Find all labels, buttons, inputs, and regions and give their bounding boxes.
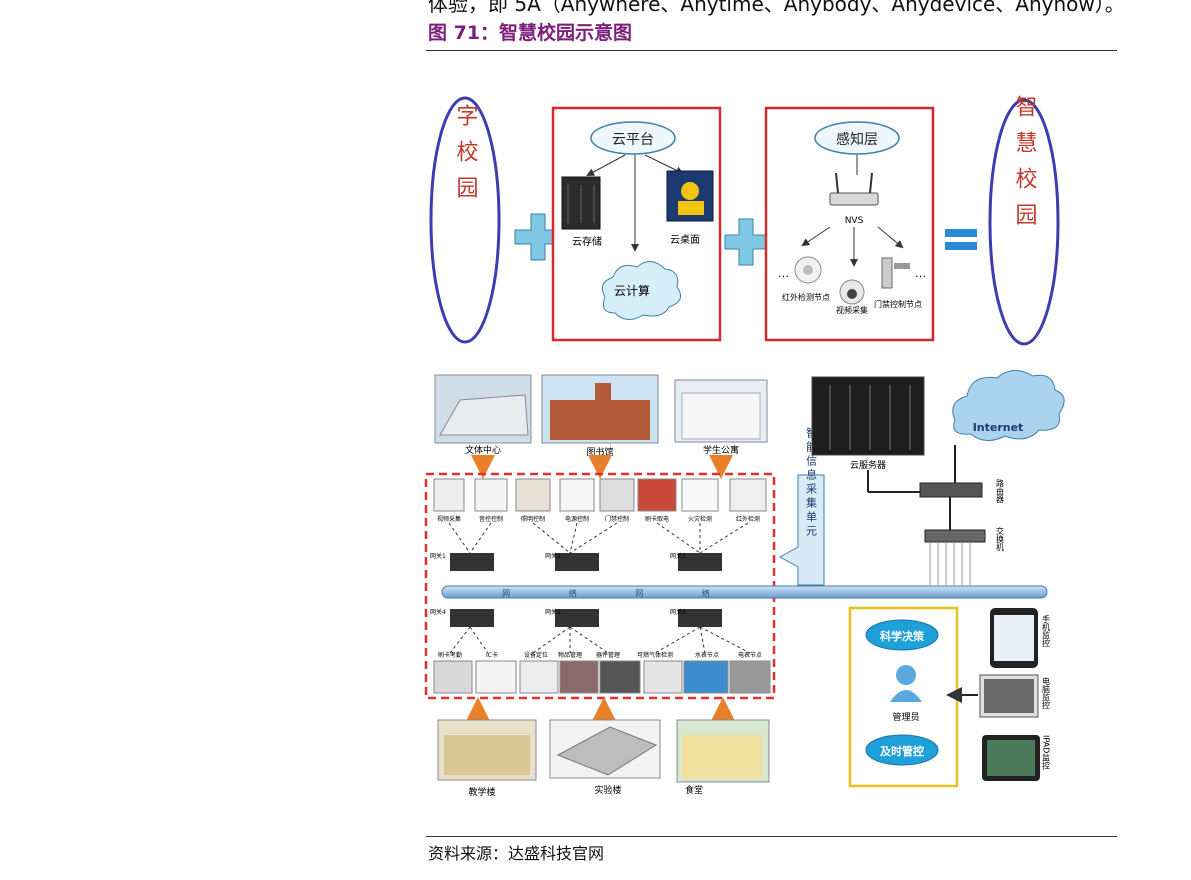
building-label-1: 文体中心 [465, 444, 501, 456]
sensing-title-oval [814, 121, 900, 155]
sensor-label: IC卡 [486, 651, 498, 659]
sensor-label: 器件管理 [596, 651, 620, 659]
sensor-label: 音控控制 [479, 515, 503, 523]
door-label: 门禁控制节点 [874, 299, 922, 309]
sensing-title: 感知层 [836, 131, 878, 148]
right-oval [988, 98, 1060, 346]
pc-label: 电脑监控 [1042, 676, 1051, 710]
gateway-label: 网关6 [670, 608, 686, 616]
decision-label: 科学决策 [880, 629, 925, 643]
figure-title: 图 71：智慧校园示意图 [428, 22, 633, 44]
gateway-device [678, 609, 722, 627]
switch-device [924, 529, 986, 543]
sensor-label: 水表节点 [695, 651, 719, 659]
ipad-label: IPAD监控 [1042, 735, 1051, 770]
building-label-5: 实验楼 [594, 784, 621, 796]
sensor-label: 电源控制 [565, 515, 589, 523]
equals-icon [945, 229, 977, 237]
bottom-rule [426, 836, 1117, 837]
sensor-row-top [433, 478, 767, 512]
gateway-label: 网关2 [545, 552, 561, 560]
gateway-device [555, 553, 599, 571]
sensor-label: 火灾检测 [688, 515, 712, 523]
gateway-device [678, 553, 722, 571]
collector-unit [778, 474, 825, 586]
sensor-label: 电表节点 [738, 651, 762, 659]
plus-icon-2 [724, 218, 768, 266]
internet-label: Internet [973, 421, 1024, 434]
sensor-row-bottom [433, 660, 771, 694]
internet-cloud-icon [952, 370, 1065, 441]
sensor-label: 视频采集 [437, 515, 461, 523]
cloud-compute-icon [601, 261, 682, 320]
network-bus [441, 585, 1048, 599]
gateway-device [555, 609, 599, 627]
network-bus-label: 网 络 网 络 [502, 588, 738, 598]
sensor-label: 设备定位 [524, 651, 548, 659]
sensor-label: 物品管理 [558, 651, 582, 659]
gateway-label: 网关5 [545, 608, 561, 616]
building-label-2: 图书馆 [586, 446, 613, 458]
sensor-label: 刷卡考勤 [438, 651, 462, 659]
gateway-device [450, 609, 494, 627]
left-oval-label: 数字校园 [453, 95, 479, 212]
smart-campus-diagram: 数字校园 云平台 云存储 云桌面 云计算 感知层 NVS 红外检测节点 视频采集… [424, 95, 1065, 798]
phone-label: 手机监控 [1042, 614, 1051, 648]
cloud-compute-label: 云计算 [614, 283, 650, 298]
admin-label: 管理员 [892, 711, 919, 723]
control-label: 及时管控 [880, 744, 924, 758]
switch-label: 交换机 [996, 526, 1005, 552]
gateway-label: 网关4 [430, 608, 446, 616]
cloud-platform-title: 云平台 [612, 132, 654, 148]
router-device [919, 482, 983, 498]
gateway-label: 网关3 [670, 552, 686, 560]
cloud-desktop-label: 云桌面 [670, 233, 700, 246]
ellipsis-left: … [778, 267, 789, 280]
router-icon [829, 192, 879, 206]
cloud-server-icon [811, 376, 925, 456]
building-label-6: 食堂 [685, 784, 703, 796]
cloud-platform-title-oval [590, 121, 676, 155]
sensor-label: 刷卡取电 [645, 515, 669, 523]
cloud-server-label: 云服务器 [850, 459, 886, 471]
building-label-4: 教学楼 [468, 786, 495, 798]
control-badge [865, 734, 939, 766]
admin-icon [896, 665, 916, 685]
gateway-device [450, 553, 494, 571]
right-oval-label: 智慧校园 [1012, 95, 1038, 239]
left-oval [429, 96, 501, 344]
source-note: 资料来源：达盛科技官网 [428, 844, 605, 863]
nvs-label: NVS [845, 216, 864, 226]
sensor-label: 红外检测 [736, 515, 760, 523]
intro-text: 体验，即 5A（Anywhere、Anytime、Anybody、Anydevi… [428, 0, 1125, 16]
top-rule [426, 50, 1117, 51]
sensor-label: 门禁控制 [605, 515, 629, 523]
video-label: 视频采集 [836, 305, 868, 315]
sensor-label: 可燃气体检测 [637, 651, 673, 659]
door-lock-icon [881, 257, 893, 289]
infrared-label: 红外检测节点 [782, 292, 830, 302]
router-label: 路由器 [996, 478, 1005, 504]
ellipsis-right: … [915, 267, 926, 280]
building-label-3: 学生公寓 [703, 444, 739, 456]
gateway-label: 网关1 [430, 552, 446, 560]
decision-badge [865, 619, 939, 651]
sensor-label: 照明控制 [521, 515, 545, 523]
cloud-storage-label: 云存储 [572, 235, 602, 248]
